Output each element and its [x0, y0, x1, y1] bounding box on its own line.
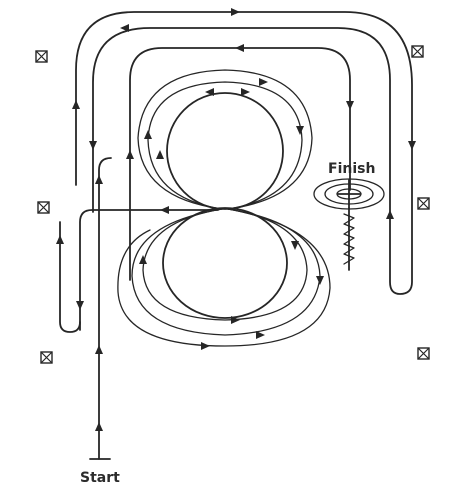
bottom-ring-arrow-left — [201, 342, 210, 350]
finish-label: Finish — [328, 161, 376, 177]
bottom-ring-arrow-left — [231, 316, 240, 324]
outer-loop-line — [75, 11, 413, 295]
start-lane-arrow-up — [95, 175, 103, 184]
figure-eight-bottom — [117, 207, 331, 350]
boxed-x-cone-marker-icon — [40, 351, 53, 364]
left-u-loop — [56, 206, 219, 333]
outer-loop-arrow-right — [120, 24, 129, 32]
top-inner-circle — [166, 92, 284, 210]
bottom-ring-arrow-down — [291, 241, 299, 250]
bottom-ring-4 — [117, 208, 331, 347]
figure-eight-top — [137, 69, 313, 210]
outer-loop-arrow-up — [386, 210, 394, 219]
top-ring-arrow-left — [205, 88, 214, 96]
bottom-ring-arrow-up — [139, 255, 147, 264]
left-u-loop-line — [79, 209, 219, 331]
boxed-x-cone-marker-icon — [35, 50, 48, 63]
left-u-loop-arrow-right — [160, 206, 169, 214]
outer-loop-arrow-up — [72, 100, 80, 109]
finish-zone — [313, 178, 385, 271]
boxed-x-cone-marker-icon — [417, 197, 430, 210]
left-u-loop-inner-line — [59, 221, 81, 333]
finish-cross — [337, 179, 361, 209]
left-u-loop-arrow-down — [76, 301, 84, 310]
bottom-ring-2 — [142, 208, 308, 321]
outer-loop-arrow-left — [231, 8, 240, 16]
top-ring-2 — [147, 81, 303, 210]
middle-loop-arrow-down — [346, 101, 354, 110]
bottom-inner-circle — [162, 207, 288, 319]
top-ring-arrow-down — [296, 126, 304, 135]
start-label: Start — [80, 470, 120, 486]
top-ring-3 — [137, 69, 313, 210]
top-ring-arrow-left — [241, 88, 250, 96]
middle-loop — [126, 44, 354, 281]
outer-loop-arrow-down — [408, 141, 416, 150]
start-lane — [89, 157, 112, 460]
start-lane-line — [98, 157, 112, 460]
bottom-ring-3 — [131, 208, 321, 336]
middle-loop-arrow-up — [126, 150, 134, 159]
outer-loop-arrow-down — [89, 141, 97, 150]
top-ring-arrow-up — [156, 150, 164, 159]
finish-zigzag — [343, 213, 355, 265]
boxed-x-cone-marker-icon — [37, 201, 50, 214]
middle-loop-arrow-right — [235, 44, 244, 52]
top-ring-arrow-left — [259, 78, 268, 86]
bottom-ring-arrow-down — [316, 276, 324, 285]
start-lane-arrow-up — [95, 422, 103, 431]
boxed-x-cone-marker-icon — [411, 45, 424, 58]
start-lane-arrow-up — [95, 345, 103, 354]
bottom-ring-arrow-left — [256, 331, 265, 339]
outer-loop — [72, 8, 416, 295]
boxed-x-cone-marker-icon — [417, 347, 430, 360]
left-u-loop-arrow-up — [56, 235, 64, 244]
top-ring-arrow-up — [144, 130, 152, 139]
